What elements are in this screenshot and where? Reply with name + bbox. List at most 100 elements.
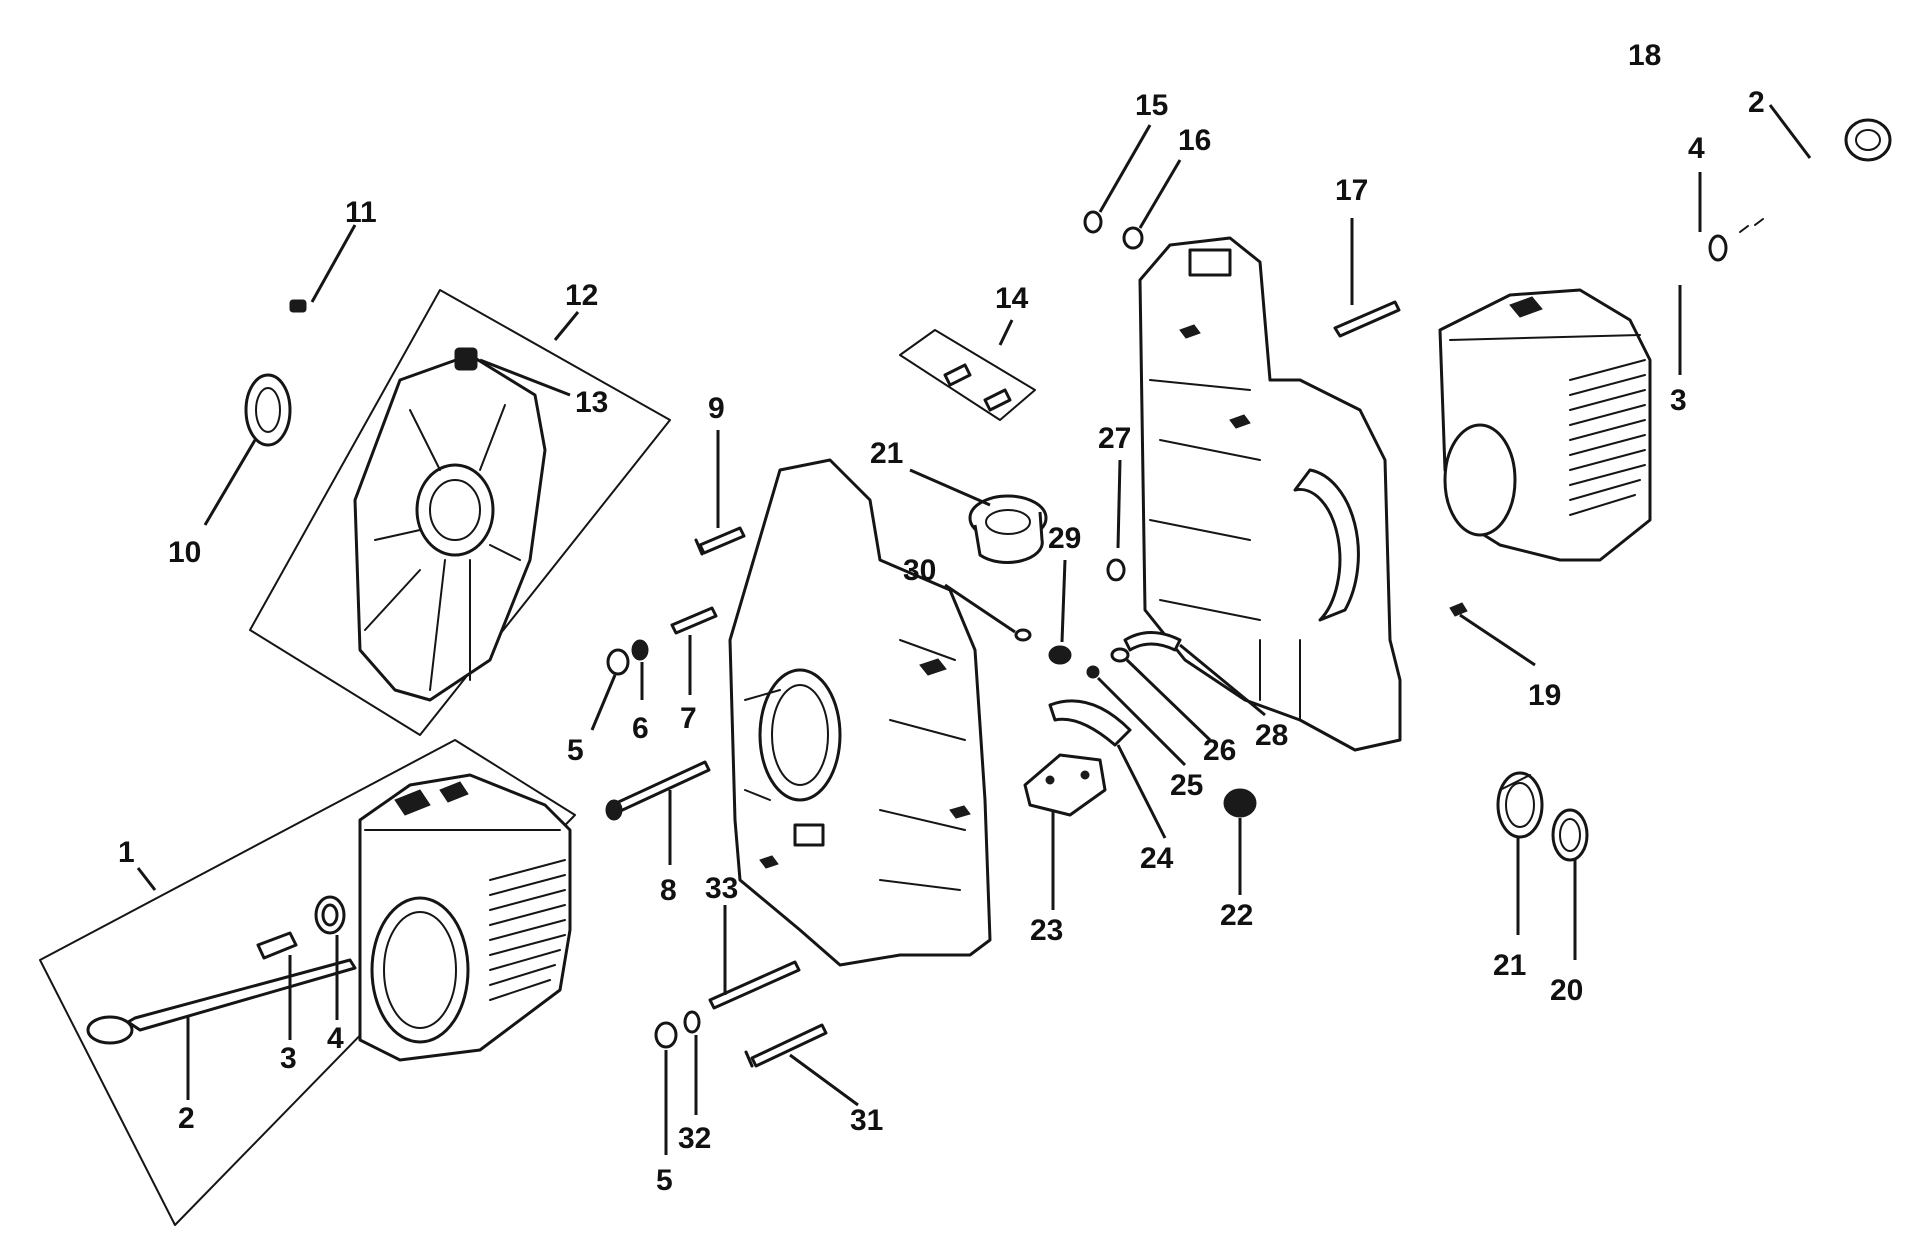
callout-24: 24 — [1140, 842, 1174, 875]
callout-23: 23 — [1030, 914, 1063, 947]
cover-plate-part — [353, 353, 547, 702]
leader-19 — [1459, 613, 1536, 667]
leader-13 — [479, 358, 571, 397]
inspection-cover-part-23 — [1023, 753, 1107, 817]
leader-lines — [136, 104, 1812, 1155]
leader-25 — [1096, 676, 1187, 767]
callout-2a: 2 — [178, 1102, 195, 1135]
callout-5a: 5 — [567, 734, 584, 767]
callout-26: 26 — [1203, 734, 1236, 767]
seal-ring-part-20 — [1551, 808, 1589, 862]
callout-4b: 4 — [1688, 132, 1705, 165]
group-frame-cover-plate — [249, 289, 671, 736]
leader-12 — [553, 311, 580, 341]
valve-seal-part — [314, 895, 346, 935]
stud-part-33 — [708, 960, 801, 1010]
bolt-small-part — [289, 299, 307, 313]
callout-22: 22 — [1220, 899, 1253, 932]
callout-2b: 2 — [1748, 86, 1765, 119]
leader-1 — [136, 867, 157, 891]
leader-5a — [590, 674, 617, 731]
callout-33: 33 — [705, 872, 738, 905]
callout-3a: 3 — [280, 1042, 297, 1075]
washer-part-6 — [631, 639, 649, 661]
group-frame-dowel-pins — [899, 329, 1036, 421]
leader-27 — [1116, 459, 1122, 549]
callout-20: 20 — [1550, 974, 1583, 1007]
callout-30: 30 — [903, 554, 936, 587]
valve-part — [86, 958, 357, 1045]
callout-21a: 21 — [870, 437, 903, 470]
stud-part-7 — [670, 606, 718, 635]
callout-32: 32 — [678, 1122, 711, 1155]
cylinder-block-large — [1438, 288, 1652, 562]
small-screw-part-25 — [1086, 665, 1100, 679]
oring-part-30 — [1014, 628, 1032, 642]
callout-16: 16 — [1178, 124, 1211, 157]
callout-17: 17 — [1335, 174, 1368, 207]
callout-13: 13 — [575, 386, 608, 419]
leader-10 — [203, 439, 257, 526]
group-frame-cylinder-kit — [39, 739, 576, 1226]
bearing-part-21-lower — [1496, 771, 1544, 839]
callout-7: 7 — [680, 702, 697, 735]
nut-part-5b — [654, 1021, 678, 1049]
leader-24 — [1116, 744, 1167, 839]
callout-1: 1 — [118, 836, 135, 869]
dowel-pins-part — [943, 363, 1012, 412]
callout-12: 12 — [565, 279, 598, 312]
callout-6: 6 — [632, 712, 649, 745]
leader-21a — [909, 468, 991, 507]
leader-26 — [1125, 658, 1212, 742]
callout-14: 14 — [995, 282, 1029, 315]
callout-8: 8 — [660, 874, 677, 907]
clip-part-27 — [1106, 558, 1126, 582]
callout-15: 15 — [1135, 89, 1168, 122]
callout-3b: 3 — [1670, 384, 1687, 417]
valve-spring-parts — [1708, 218, 1764, 262]
callout-18: 18 — [1628, 39, 1661, 72]
nut-part-5a — [606, 648, 630, 676]
leader-2b — [1768, 104, 1812, 159]
oil-seal-part — [244, 373, 292, 447]
callout-27: 27 — [1098, 422, 1131, 455]
leader-31 — [789, 1053, 859, 1107]
crankcase-center-part — [728, 458, 992, 967]
callout-4a: 4 — [327, 1022, 344, 1055]
leader-30 — [944, 583, 1016, 634]
callout-28: 28 — [1255, 719, 1288, 752]
leader-14 — [998, 319, 1014, 346]
callout-11: 11 — [345, 196, 377, 229]
leader-15 — [1098, 124, 1152, 213]
callout-5b: 5 — [656, 1164, 673, 1197]
leader-16 — [1138, 159, 1182, 229]
clip-part-15 — [1083, 210, 1103, 234]
stud-bolt-17 — [1333, 300, 1401, 338]
leader-11 — [310, 224, 357, 303]
bolt-part-31 — [744, 1023, 828, 1068]
callout-21b: 21 — [1493, 949, 1526, 982]
leader-29 — [1060, 559, 1067, 643]
crankcase-right-part — [1138, 236, 1402, 752]
valve-guide-part — [256, 931, 298, 960]
cylinder-block-small — [358, 773, 572, 1062]
callout-25: 25 — [1170, 769, 1203, 802]
leader-28 — [1179, 643, 1266, 717]
bearing-part-21-upper — [968, 494, 1048, 564]
callout-10: 10 — [168, 536, 201, 569]
callout-9: 9 — [708, 392, 725, 425]
breather-cap-part — [454, 347, 478, 371]
washer-part-29 — [1048, 645, 1072, 665]
callout-labels: 1 2 3 4 5 6 7 8 9 10 11 12 13 14 15 16 1… — [118, 39, 1765, 1197]
gasket-part-24 — [1048, 699, 1132, 747]
clip-part-16 — [1122, 226, 1144, 250]
oil-plug-part-22 — [1223, 788, 1257, 818]
small-washer-part-26 — [1110, 647, 1130, 663]
callout-31: 31 — [850, 1104, 883, 1137]
bolt-part-19 — [1449, 602, 1468, 617]
valve-cap-part — [1844, 118, 1892, 162]
gasket-strip-part-28 — [1123, 631, 1182, 652]
washer-part-32 — [683, 1010, 701, 1034]
